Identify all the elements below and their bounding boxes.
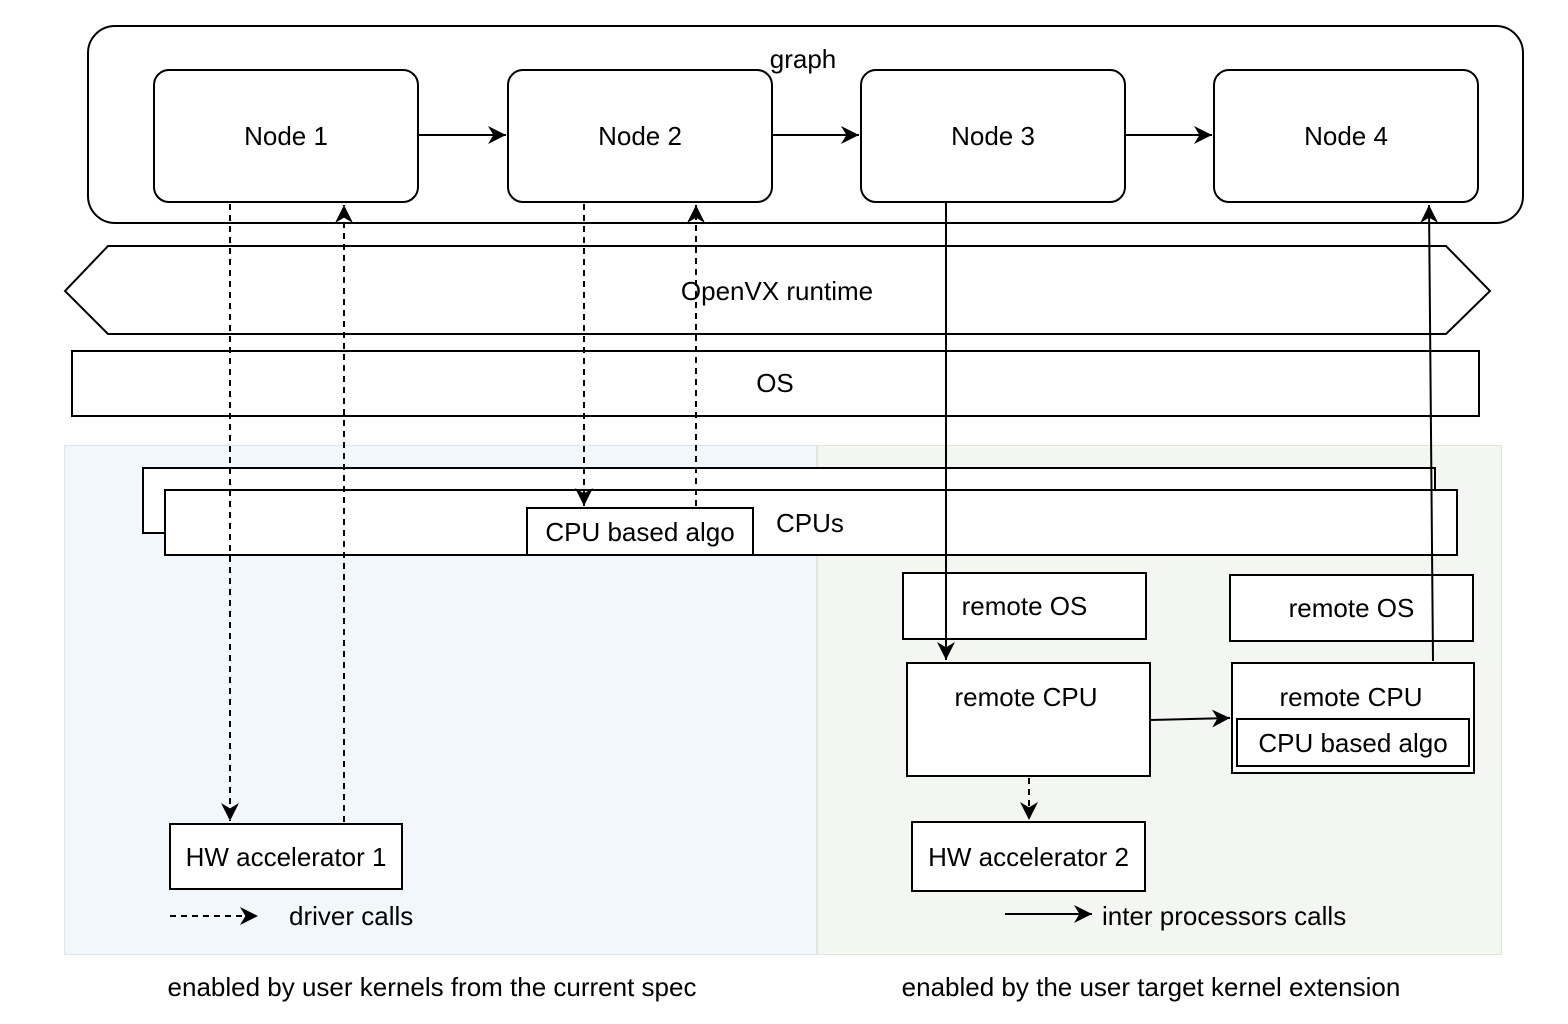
node-3-label: Node 3 [951, 121, 1035, 151]
remote-cpu-algo-box[interactable]: CPU based algo [1236, 718, 1470, 767]
cpus-label: CPUs [776, 508, 844, 538]
node-2-label: Node 2 [598, 121, 682, 151]
graph-label: graph [769, 44, 837, 74]
left-region-caption: enabled by user kernels from the current… [167, 972, 697, 1002]
legend-driver-calls-label: driver calls [289, 901, 414, 931]
node-1[interactable]: Node 1 [153, 69, 419, 203]
node-2[interactable]: Node 2 [507, 69, 773, 203]
remote-cpu-left-label: remote CPU [954, 682, 1098, 712]
remote-cpu-right-label: remote CPU [1279, 682, 1423, 712]
remote-cpu-algo-label: CPU based algo [1258, 727, 1448, 758]
os-label: OS [756, 368, 794, 398]
remote-os-left[interactable]: remote OS [902, 572, 1147, 640]
remote-cpu-left[interactable] [906, 662, 1151, 777]
hw-accelerator-1[interactable]: HW accelerator 1 [169, 823, 403, 890]
remote-os-right-label: remote OS [1288, 593, 1415, 623]
runtime-label: OpenVX runtime [680, 276, 874, 306]
node-1-label: Node 1 [244, 121, 328, 151]
cpu-based-algo-label: CPU based algo [545, 516, 735, 547]
node-3[interactable]: Node 3 [860, 69, 1126, 203]
right-region-caption: enabled by the user target kernel extens… [901, 972, 1401, 1002]
node-4[interactable]: Node 4 [1213, 69, 1479, 203]
cpus-bar-front [164, 489, 1458, 556]
remote-os-left-label: remote OS [961, 591, 1088, 621]
hw-accelerator-2-label: HW accelerator 2 [928, 841, 1129, 872]
node-4-label: Node 4 [1304, 121, 1388, 151]
hw-accelerator-1-label: HW accelerator 1 [185, 841, 387, 872]
hw-accelerator-2[interactable]: HW accelerator 2 [911, 821, 1146, 892]
remote-os-right[interactable]: remote OS [1229, 574, 1474, 642]
os-bar [71, 350, 1480, 417]
cpu-based-algo-box[interactable]: CPU based algo [526, 507, 754, 556]
legend-inter-processor-calls-label: inter processors calls [1102, 901, 1347, 931]
